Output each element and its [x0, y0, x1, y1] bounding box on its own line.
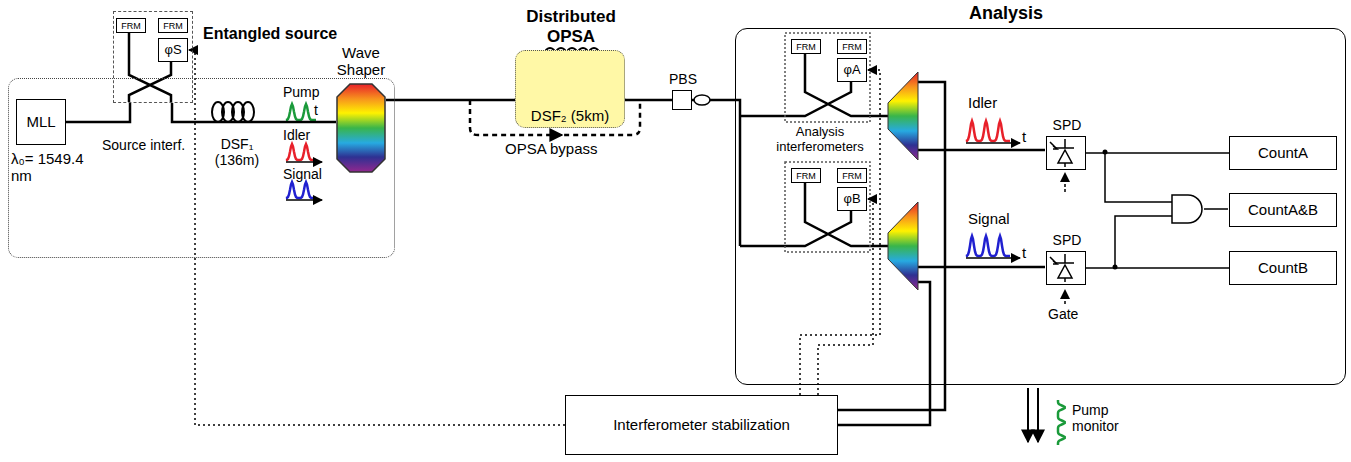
fibre-link [1086, 267, 1229, 269]
phase-box: φB [837, 187, 867, 211]
pulse-train [966, 121, 1010, 141]
node-text: CountB [1258, 259, 1308, 276]
analysis-panel: AnalysisFRMFRMφAFRMFRMφBSPDSPDCountACoun… [735, 28, 1346, 385]
text-label: Idler [283, 127, 310, 143]
fibre-coil [242, 102, 254, 122]
text-label: DSF₁ (136m) [208, 136, 266, 168]
text-label: Gate [1048, 306, 1078, 322]
node-text: FRM [163, 20, 183, 30]
pulse-train [966, 236, 1010, 256]
generated-strokes [212, 48, 1065, 445]
control-line [818, 199, 873, 395]
time-axis [966, 142, 1020, 144]
coincidence-wiring [1105, 152, 1228, 267]
pulse-train [286, 104, 316, 120]
demultiplexer [888, 72, 918, 160]
phase-box: φA [837, 58, 867, 82]
text-label: Analysis interferometers [770, 125, 870, 155]
bypass-arrow [548, 134, 562, 136]
control-box: Interferometer stabilization [565, 395, 838, 455]
text-label: t [1022, 128, 1026, 145]
node-text: Entangled source [203, 25, 337, 43]
wave-shaper: Wave Shaper [336, 83, 386, 173]
node-text: φS [164, 43, 181, 58]
mirror-box: FRM [158, 18, 188, 33]
fibre-link [172, 103, 336, 122]
node-text: FRM [796, 170, 816, 180]
node-text: FRM [796, 41, 816, 51]
demultiplexer [888, 202, 918, 290]
node-text: Source interf. [102, 137, 185, 153]
text-label: Pump monitor [1072, 402, 1134, 434]
text-label: t [1022, 244, 1026, 261]
control-line [800, 70, 880, 395]
text-label: OPSA bypass [505, 140, 598, 157]
counter-box: CountB [1229, 251, 1337, 285]
time-axis [966, 257, 1020, 259]
mirror-box: FRM [116, 18, 146, 33]
node-text: SPD [1037, 117, 1097, 133]
collimator [694, 95, 710, 105]
beam-splitter: PBS [672, 90, 692, 110]
detector-box: SPD [1046, 136, 1086, 170]
text-label: Pump [283, 84, 320, 100]
pulse-train [286, 182, 316, 198]
fibre-link [1086, 152, 1229, 154]
interferometer-box: Source interf.FRMFRMφS [113, 11, 193, 103]
counter-box: CountA&B [1229, 193, 1337, 227]
mirror-box: FRM [837, 39, 867, 54]
fibre-link [66, 103, 130, 122]
region-panel: Entangled sourceMLLλ₀= 1549.4 nmSource i… [8, 78, 395, 258]
laser-box: MLLλ₀= 1549.4 nm [16, 99, 66, 145]
octagon-outline [336, 83, 386, 173]
fibre-link [625, 99, 672, 102]
phase-box: φS [158, 38, 188, 62]
node-text: FRM [121, 20, 141, 30]
node-text: Distributed OPSA [506, 7, 636, 46]
mirror-box: FRM [837, 168, 867, 183]
pulse-train [286, 144, 316, 160]
node-text: FRM [842, 41, 862, 51]
mirror-box: FRM [791, 39, 821, 54]
photodiode-symbol [1050, 139, 1074, 282]
time-axis [286, 161, 322, 163]
counter-box: CountA [1229, 136, 1337, 170]
node-text: SPD [1037, 232, 1097, 248]
amplifier-box: Distributed OPSADSF₂ (5km) [515, 50, 625, 128]
text-label: Signal [968, 210, 1010, 227]
node-text: CountA&B [1248, 201, 1318, 218]
detector-box: SPD [1046, 251, 1086, 285]
text-label: t [314, 102, 318, 118]
node-text: φB [843, 192, 860, 207]
fibre-wires [129, 31, 1045, 425]
interferometer-box [785, 162, 870, 252]
node-text: Interferometer stabilization [613, 416, 790, 433]
node-text: φA [843, 63, 860, 78]
node-text: MLL [26, 113, 55, 130]
node-text: CountA [1258, 144, 1308, 161]
control-line [189, 50, 565, 425]
node-text: Analysis [936, 3, 1076, 24]
node-text: DSF₂ (5km) [516, 107, 624, 124]
node-text: FRM [842, 170, 862, 180]
mirror-box: FRM [791, 168, 821, 183]
node-text: PBS [663, 71, 703, 87]
text-label: Signal [283, 166, 322, 182]
pump-monitor-arrows [1028, 388, 1038, 442]
interferometer-box [785, 33, 870, 122]
pulse-train [1058, 400, 1065, 445]
node-text: λ₀= 1549.4 nm [11, 150, 85, 185]
fibre-link [386, 99, 515, 102]
time-axis [286, 199, 322, 201]
text-label: Idler [968, 94, 997, 111]
node-text: Wave Shaper [328, 44, 394, 79]
